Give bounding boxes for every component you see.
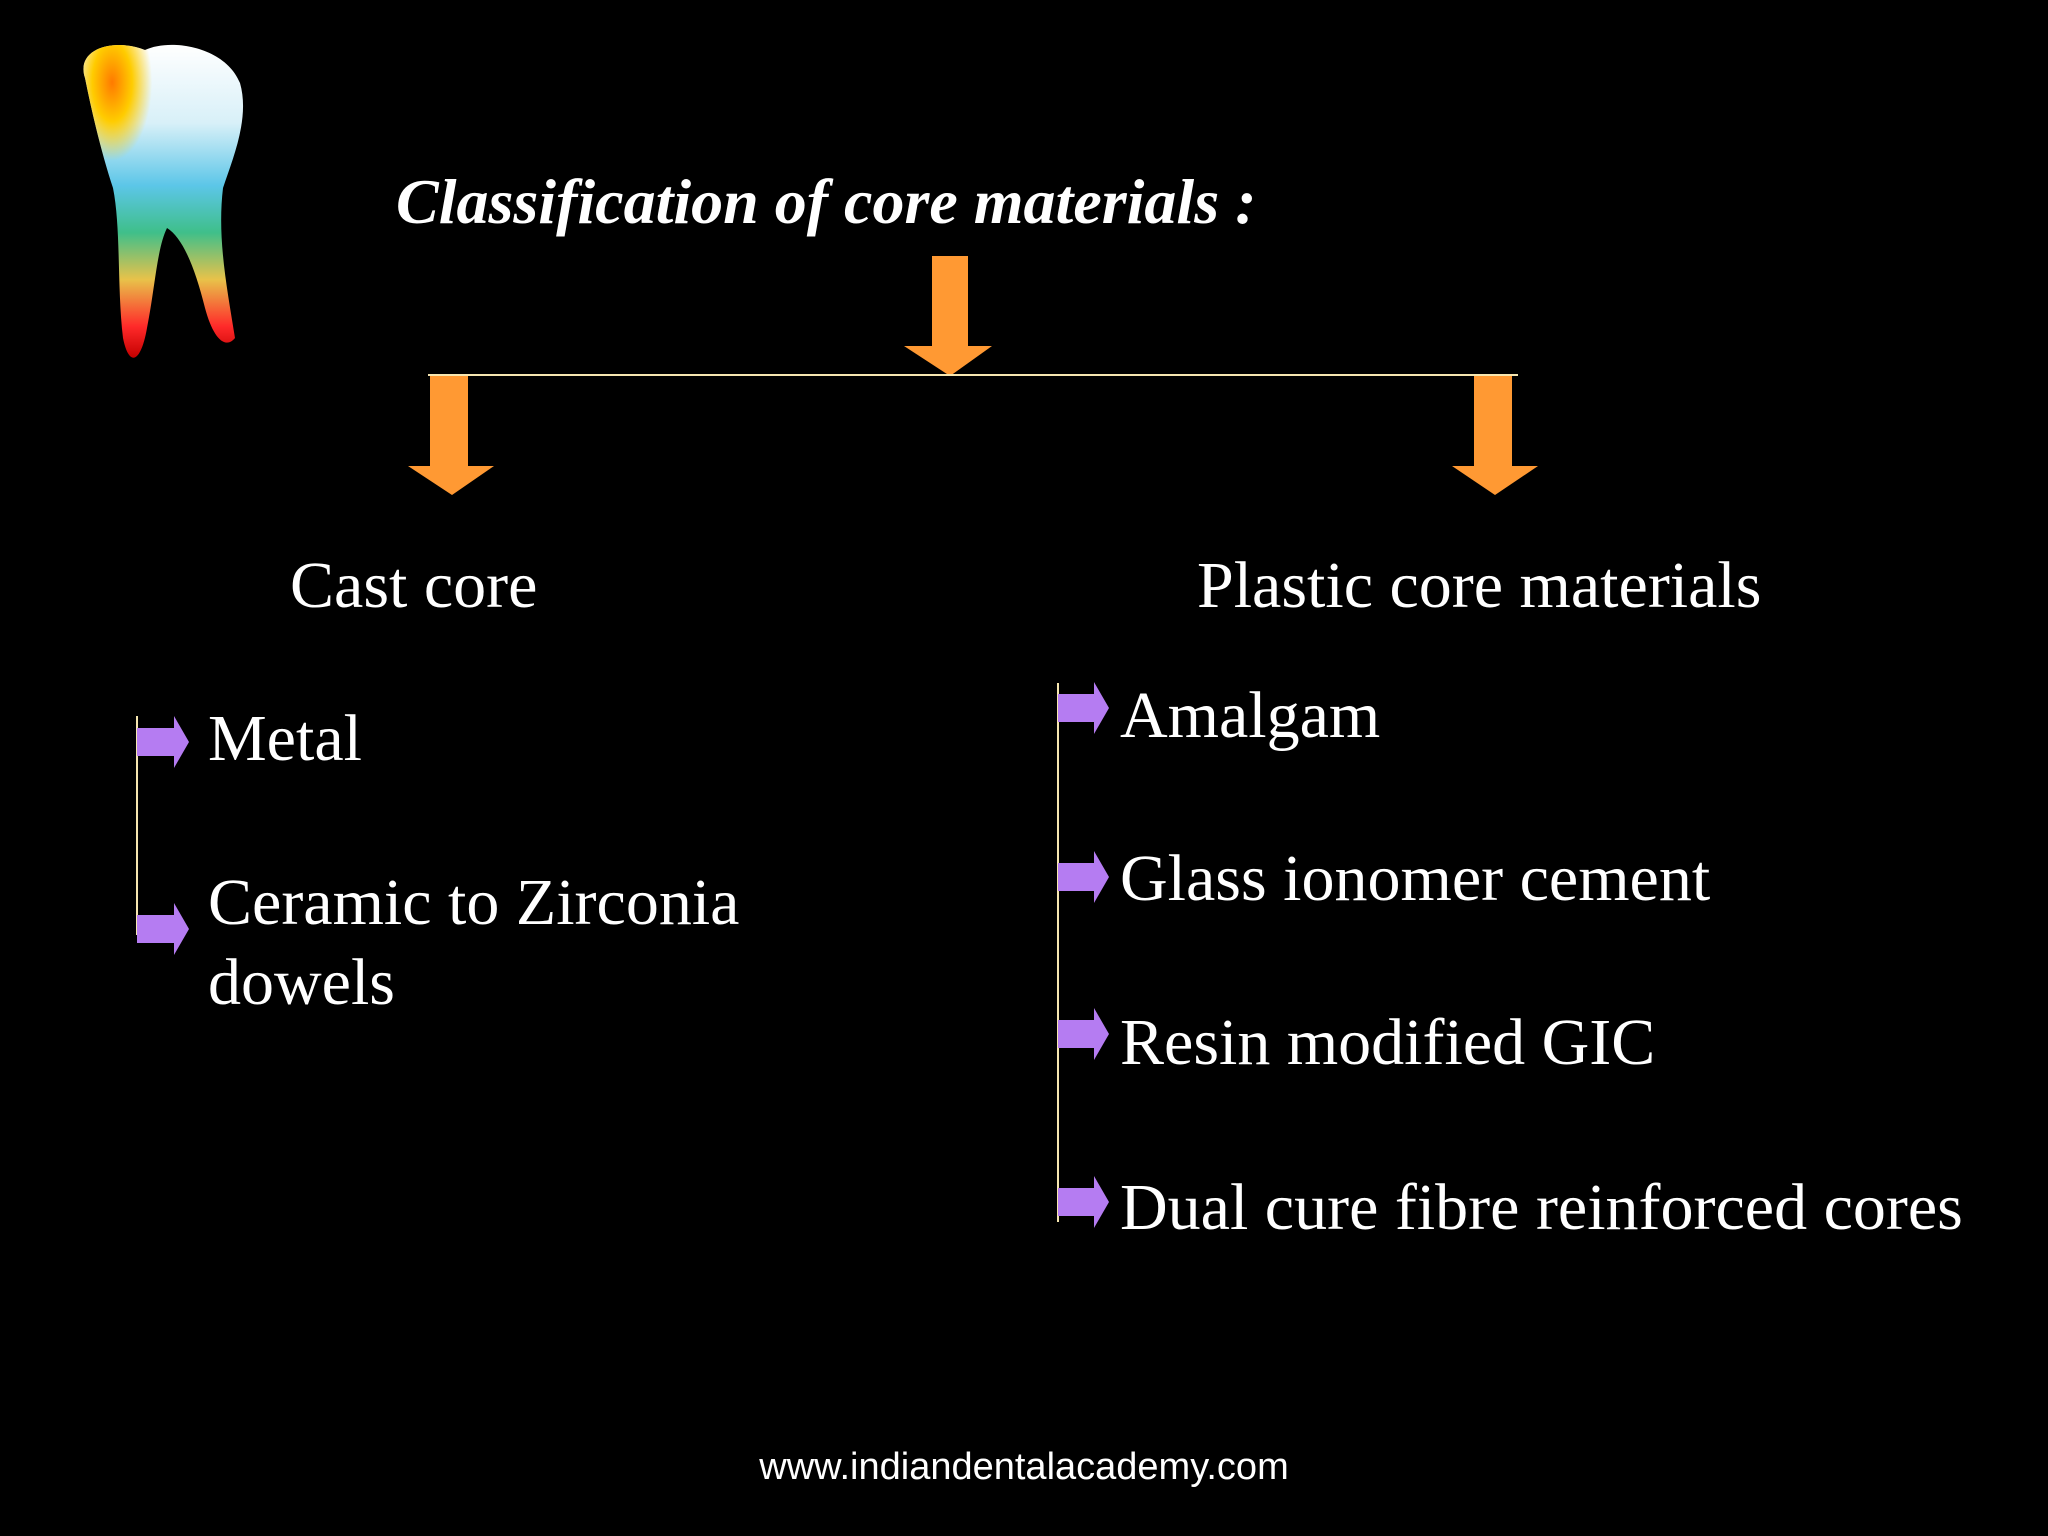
down-arrow-icon [1452,376,1538,495]
tooth-icon [83,44,244,358]
branch-heading-cast-core: Cast core [290,549,538,622]
list-item: Dual cure fibre reinforced cores [1120,1168,1963,1248]
right-arrow-bullet-icon [1058,682,1109,734]
list-item: Amalgam [1120,676,1380,756]
right-arrow-bullet-icon [137,716,189,768]
down-arrow-icon [904,256,992,376]
right-arrow-bullet-icon [1058,1008,1109,1060]
list-item-label: Amalgam [1120,679,1381,752]
list-item: Metal [208,699,362,779]
right-arrow-bullet-icon [137,903,189,955]
list-item-label-continuation: dowels [208,946,395,1019]
list-item-label: Resin modified GIC [1120,1006,1656,1079]
list-item-label: Glass ionomer cement [1120,842,1711,915]
branch-heading-plastic-core: Plastic core materials [1197,549,1762,622]
right-arrow-bullet-icon [1058,1176,1109,1228]
list-item-label: Ceramic to Zirconia [208,866,740,939]
footer-url: www.indiandentalacademy.com [759,1446,1289,1488]
list-item: Resin modified GIC [1120,1003,1655,1083]
list-item: Ceramic to Zirconia dowels [208,863,739,1023]
down-arrow-icon [408,376,494,495]
right-arrow-bullet-icon [1058,851,1109,903]
list-item-label: Metal [208,702,362,775]
slide-title: Classification of core materials : [396,166,1257,237]
list-item-label: Dual cure fibre reinforced cores [1120,1171,1963,1244]
list-item: Glass ionomer cement [1120,839,1710,919]
